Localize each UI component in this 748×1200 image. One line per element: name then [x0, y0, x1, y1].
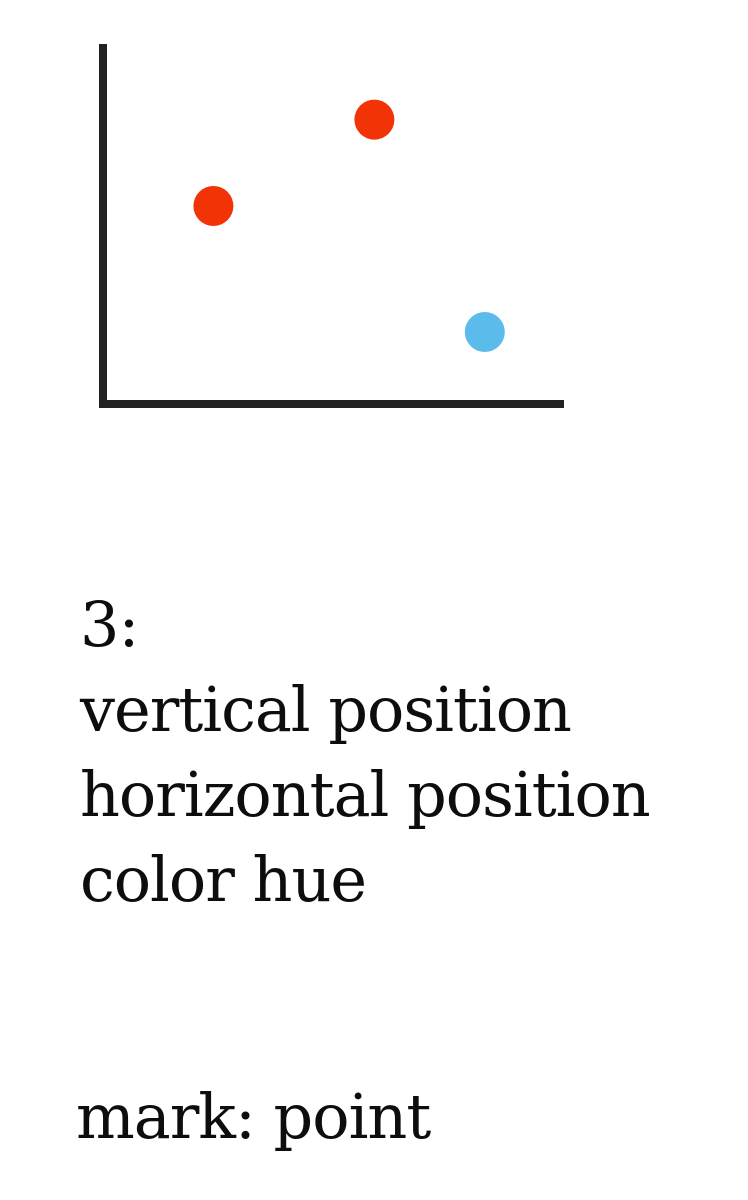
- channel-color-hue: color hue: [80, 843, 367, 916]
- data-point-1-0: [464, 312, 505, 352]
- data-points: [193, 99, 505, 352]
- data-point-0-1: [354, 99, 395, 140]
- mark-type-label: mark: point: [76, 1080, 431, 1153]
- encoding-channels: 3: vertical position horizontal position…: [80, 582, 651, 922]
- scatter-diagram: [99, 44, 564, 408]
- channel-vertical-position: vertical position: [80, 673, 572, 746]
- channel-count: 3:: [80, 588, 139, 661]
- channel-horizontal-position: horizontal position: [80, 758, 651, 831]
- data-point-0-0: [193, 186, 234, 226]
